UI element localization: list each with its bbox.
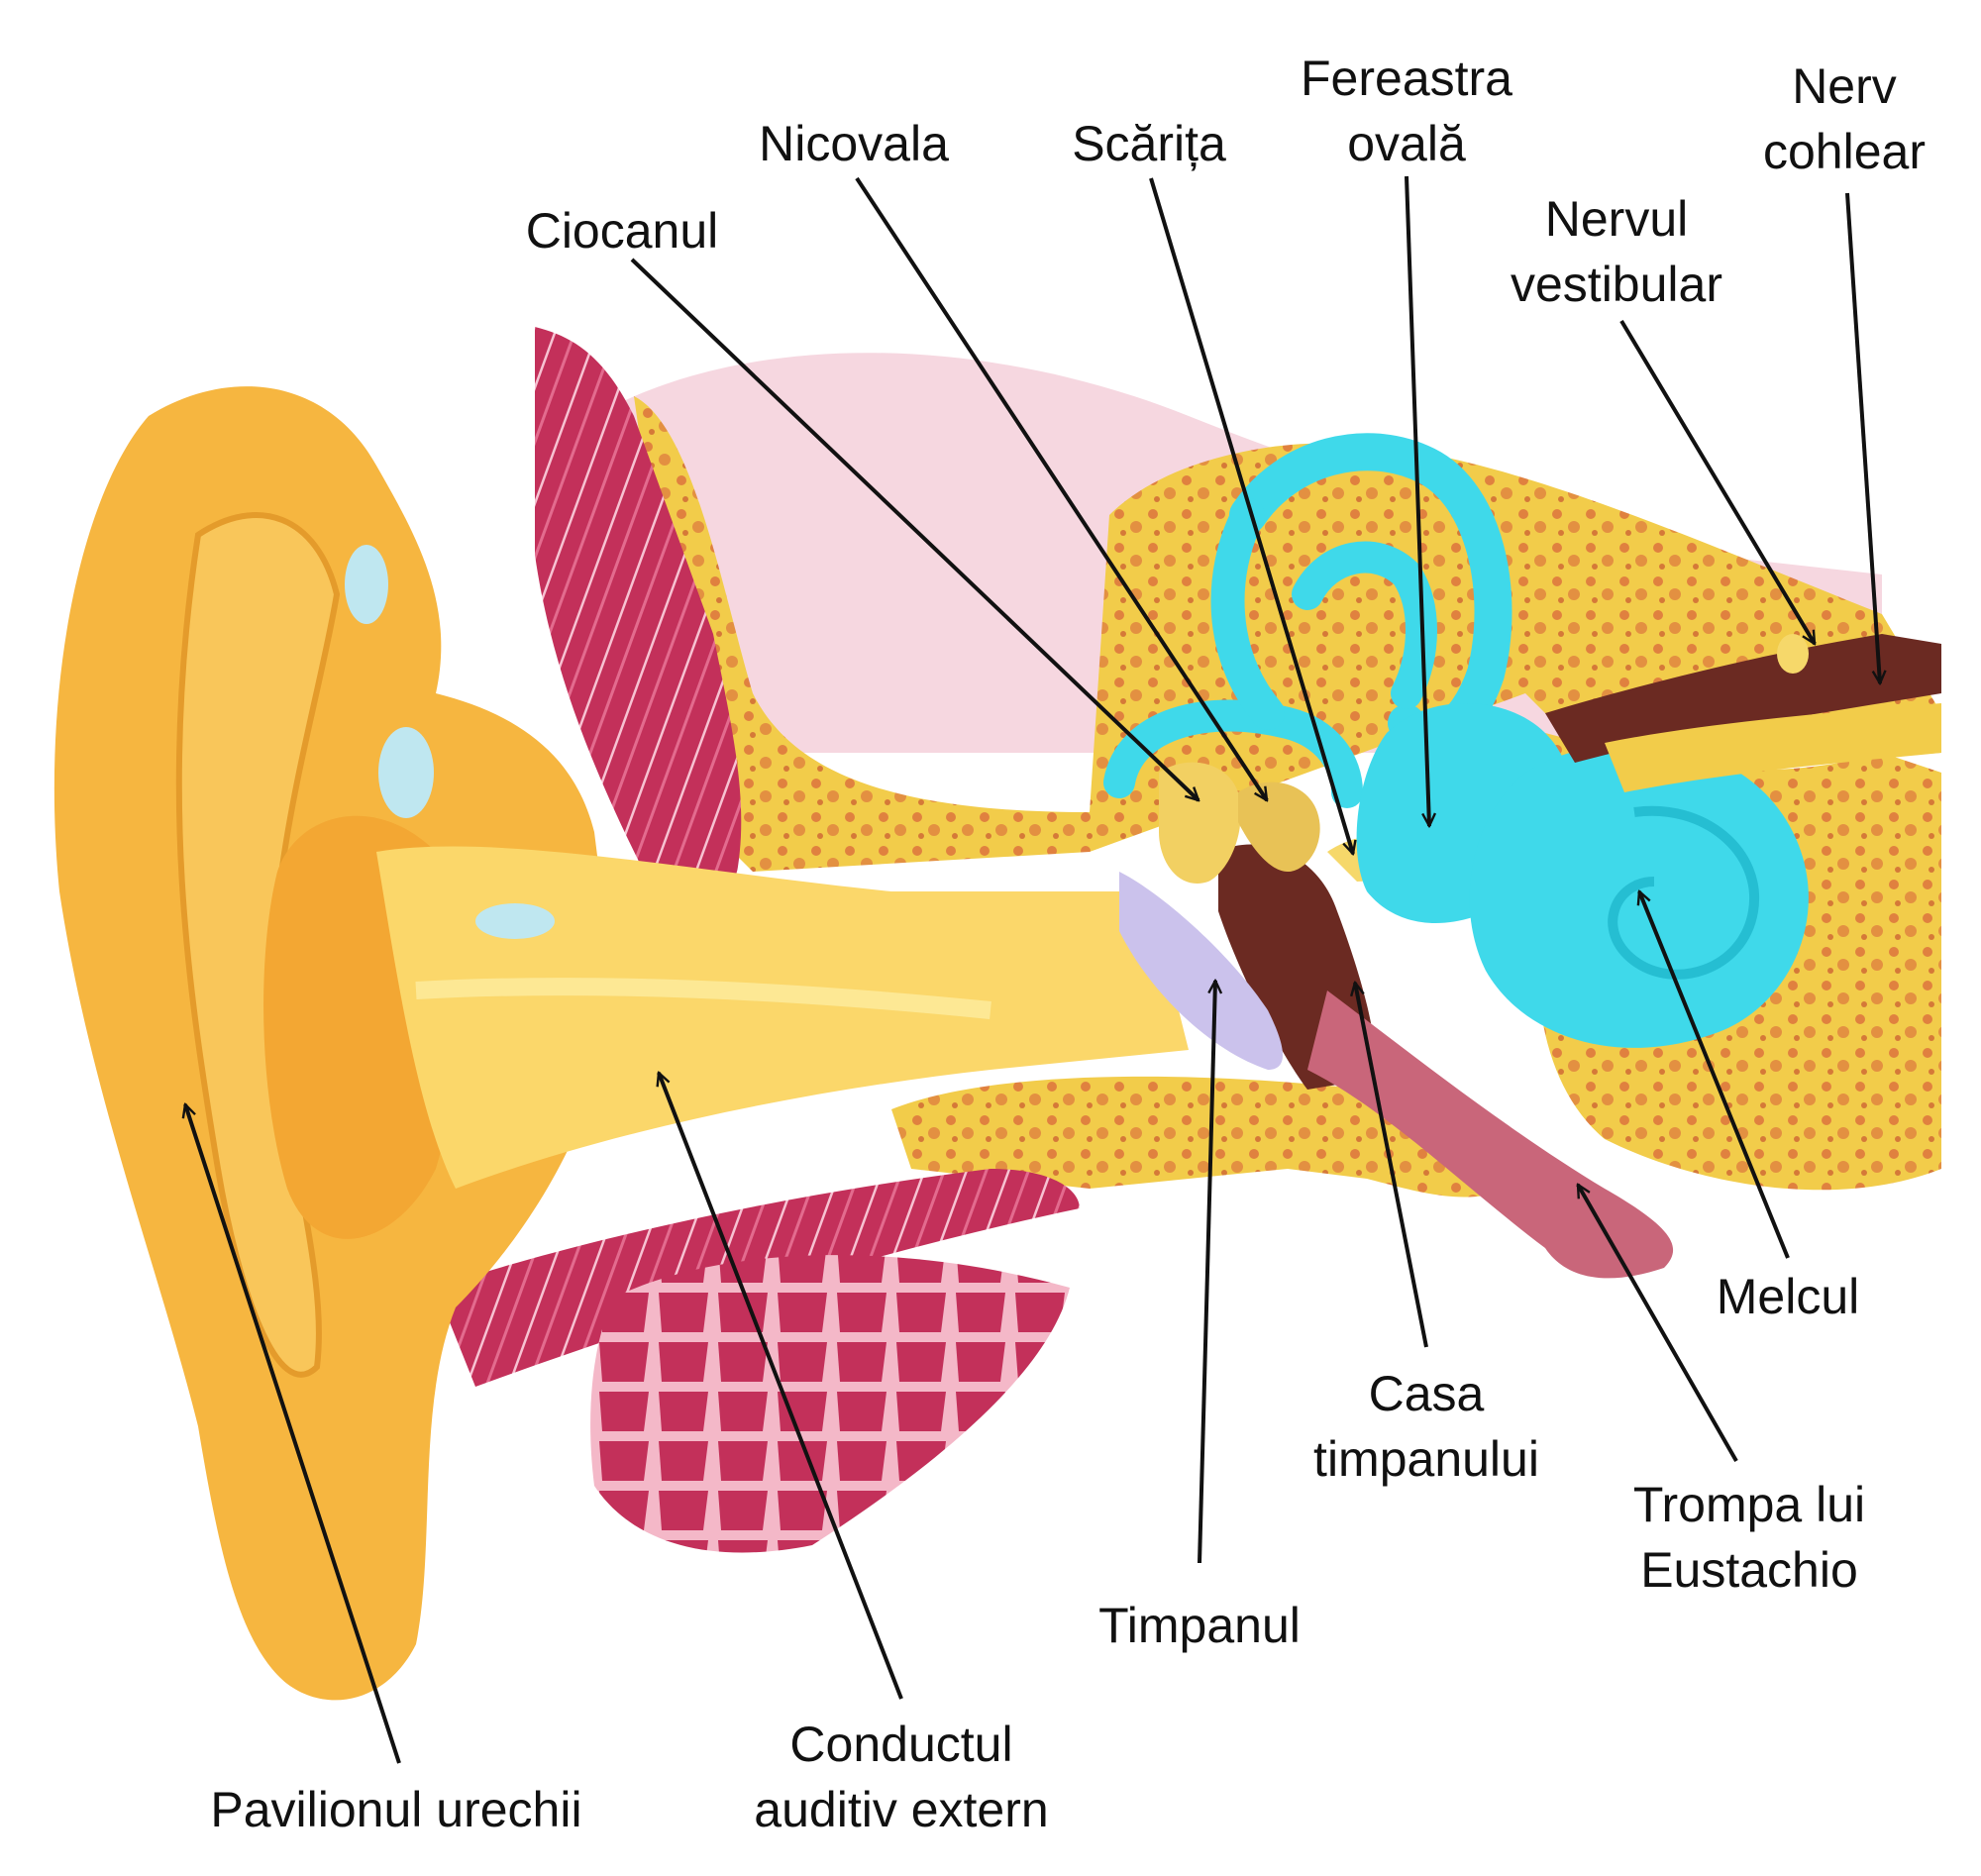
arrow-fereastra-ovala <box>1405 175 1429 826</box>
ossicle-incus <box>1238 782 1320 872</box>
muscle-upper <box>535 327 742 891</box>
label-pavilionul-urechii: Pavilionul urechii <box>210 1782 581 1837</box>
arrows <box>185 175 1880 1764</box>
eustachian-tube <box>1307 990 1674 1279</box>
ear-canal <box>376 846 1189 1189</box>
label-nerv-cohlear-line2: cohlear <box>1763 124 1926 179</box>
arrow-conductul-auditiv-extern <box>659 1073 903 1700</box>
label-nicovala: Nicovala <box>759 116 949 171</box>
eardrum-shape <box>1119 872 1283 1070</box>
illustration <box>53 327 1941 1701</box>
label-nervul-vestibular-line2: vestibular <box>1511 257 1722 312</box>
label-trompa-lui-eustachio-line2: Eustachio <box>1640 1542 1858 1598</box>
label-ciocanul: Ciocanul <box>526 203 719 259</box>
labels: Ciocanul Nicovala Scărița Fereastra oval… <box>210 51 1926 1837</box>
label-scarita: Scărița <box>1072 116 1226 171</box>
cochlear-nerve-shape <box>1605 703 1941 792</box>
label-casa-timpanului-line2: timpanului <box>1313 1431 1539 1487</box>
semicircular-canal-rear <box>1210 498 1285 730</box>
arrow-nerv-cohlear <box>1845 192 1880 683</box>
label-conductul-auditiv-extern-line2: auditiv extern <box>754 1782 1048 1837</box>
temporal-bone-lower <box>891 1076 1506 1198</box>
label-timpanul: Timpanul <box>1098 1598 1301 1653</box>
cartilage-3 <box>475 903 555 939</box>
arrow-ciocanul <box>630 258 1199 800</box>
vestibular-nerve-shape <box>1545 634 1941 763</box>
ossicle-malleus <box>1159 762 1241 884</box>
cartilage-2 <box>378 727 434 818</box>
label-nerv-cohlear-line1: Nerv <box>1792 58 1897 114</box>
arrow-scarita <box>1149 177 1353 854</box>
semicircular-canal-middle <box>1292 541 1437 709</box>
pinna-inner-fold <box>175 512 341 1378</box>
arrow-nervul-vestibular <box>1619 319 1817 644</box>
arrow-trompa-lui-eustachio <box>1576 1185 1738 1462</box>
cochlea-spiral <box>1608 805 1760 980</box>
label-fereastra-ovala-line1: Fereastra <box>1301 51 1512 106</box>
label-nervul-vestibular-line1: Nervul <box>1545 191 1688 247</box>
label-casa-timpanului-line1: Casa <box>1369 1366 1485 1421</box>
label-melcul: Melcul <box>1717 1269 1859 1324</box>
cartilage-1 <box>345 545 388 624</box>
arrow-nicovala <box>855 176 1269 800</box>
gland-lower <box>590 1255 1070 1553</box>
nerve-ganglion <box>1777 634 1809 674</box>
label-conductul-auditiv-extern-line1: Conductul <box>789 1717 1012 1772</box>
arrow-melcul <box>1639 891 1790 1259</box>
arrow-timpanul <box>1198 981 1215 1564</box>
label-trompa-lui-eustachio-line1: Trompa lui <box>1633 1477 1865 1532</box>
label-fereastra-ovala-line2: ovală <box>1347 116 1466 171</box>
arrow-casa-timpanului <box>1355 983 1428 1348</box>
arrow-pavilionul-urechii <box>185 1104 401 1764</box>
ear-canal-highlight <box>415 978 991 1019</box>
